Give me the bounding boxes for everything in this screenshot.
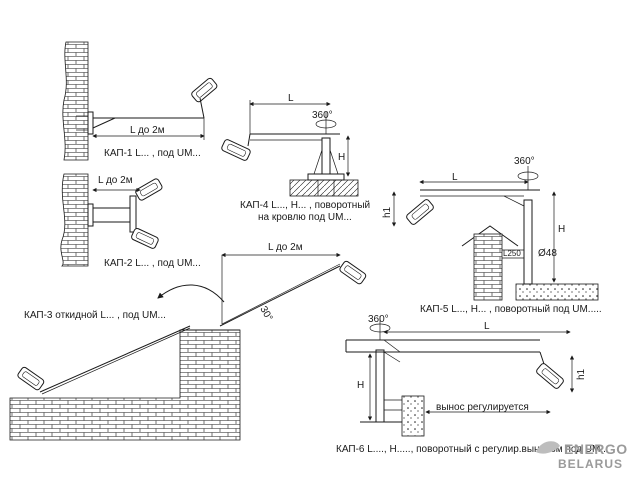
kap5-diameter: Ø48 — [538, 248, 557, 259]
kap3-fold-arrow — [157, 284, 225, 303]
kap5-ground — [515, 283, 599, 301]
kap2-figure: L до 2м КАП-2 L... , под UM... — [60, 173, 201, 269]
kap6-pole — [375, 349, 385, 423]
kap5-dim-h: H — [558, 224, 565, 235]
kap5-caption: КАП-5 L..., H... , поворотный под UM....… — [420, 304, 602, 315]
energo-leaf-icon — [536, 441, 560, 454]
kap5-luminaire — [406, 199, 434, 225]
kap1-dim-label: L до 2м — [130, 125, 165, 136]
logo-sub: BELARUS — [558, 457, 623, 471]
kap6-rotation: 360° — [368, 314, 389, 325]
kap1-caption: КАП-1 L... , под UM... — [104, 148, 201, 159]
kap3-angle: 30° — [257, 305, 274, 324]
kap3-building — [9, 329, 241, 441]
kap2-wall — [60, 173, 89, 267]
kap3-arm-folded — [39, 325, 191, 393]
energo-belarus-logo: ENERGO BELARUS — [536, 441, 628, 471]
kap2-mount-plate — [87, 203, 94, 227]
kap6-caption: КАП-6 L...., H....., поворотный с регули… — [336, 444, 609, 455]
kap5-pipe-length: L250 — [503, 249, 521, 258]
kap3-luminaire-raised — [339, 260, 367, 285]
kap2-luminaire-top — [135, 178, 163, 201]
kap2-caption: КАП-2 L... , под UM... — [104, 258, 201, 269]
kap4-base — [307, 173, 345, 181]
kap4-roof — [289, 179, 359, 197]
kap1-mount-plate — [87, 111, 94, 135]
kap5-rotation: 360° — [514, 156, 535, 167]
kap5-figure: 360° L h1 H Ø48 L250 КАП-5 L..., H... , … — [382, 156, 602, 315]
kap1-luminaire — [191, 77, 218, 103]
kap4-figure: 360° L H КАП-4 L..., H... , поворотный н… — [221, 93, 370, 223]
kap3-figure: L до 2м 30° КАП-3 откидной L... , под UM… — [9, 242, 367, 441]
kap6-luminaire — [536, 363, 564, 389]
kap6-foundation — [401, 395, 425, 437]
kap6-dim-l: L — [484, 321, 490, 332]
kap3-luminaire-folded — [17, 366, 45, 391]
kap6-dim-h1: h1 — [576, 368, 587, 380]
kap3-dim-label: L до 2м — [268, 242, 303, 253]
kap4-luminaire — [221, 139, 251, 161]
kap5-pole — [523, 199, 533, 285]
kap4-dim-l: L — [288, 93, 294, 104]
kap2-arm — [129, 195, 137, 233]
kap5-dim-h1: h1 — [382, 206, 393, 218]
kap4-post — [321, 137, 331, 175]
kap2-dim-label: L до 2м — [98, 175, 133, 186]
kap6-dim-h: H — [357, 380, 364, 391]
kap6-reach: вынос регулируется — [436, 402, 529, 413]
kap2-luminaire-bottom — [131, 227, 159, 249]
kap1-wall — [62, 41, 89, 161]
logo-main: ENERGO — [564, 441, 628, 457]
kap4-caption-1: КАП-4 L..., H... , поворотный — [240, 200, 370, 211]
kap3-caption: КАП-3 откидной L... , под UM... — [24, 310, 166, 321]
kap6-figure: 360° L H h1 вынос регулируется КАП-6 L..… — [336, 314, 609, 455]
kap3-arm-raised — [219, 265, 341, 327]
kap5-chimney — [473, 233, 503, 301]
kap4-rotation: 360° — [312, 110, 333, 121]
kap5-dim-l: L — [452, 172, 458, 183]
kap1-figure: L до 2м КАП-1 L... , под UM... — [62, 41, 218, 161]
kap5-roof — [461, 225, 519, 247]
kap4-caption-2: на кровлю под UM... — [258, 212, 352, 223]
kap4-dim-h: H — [338, 152, 345, 163]
